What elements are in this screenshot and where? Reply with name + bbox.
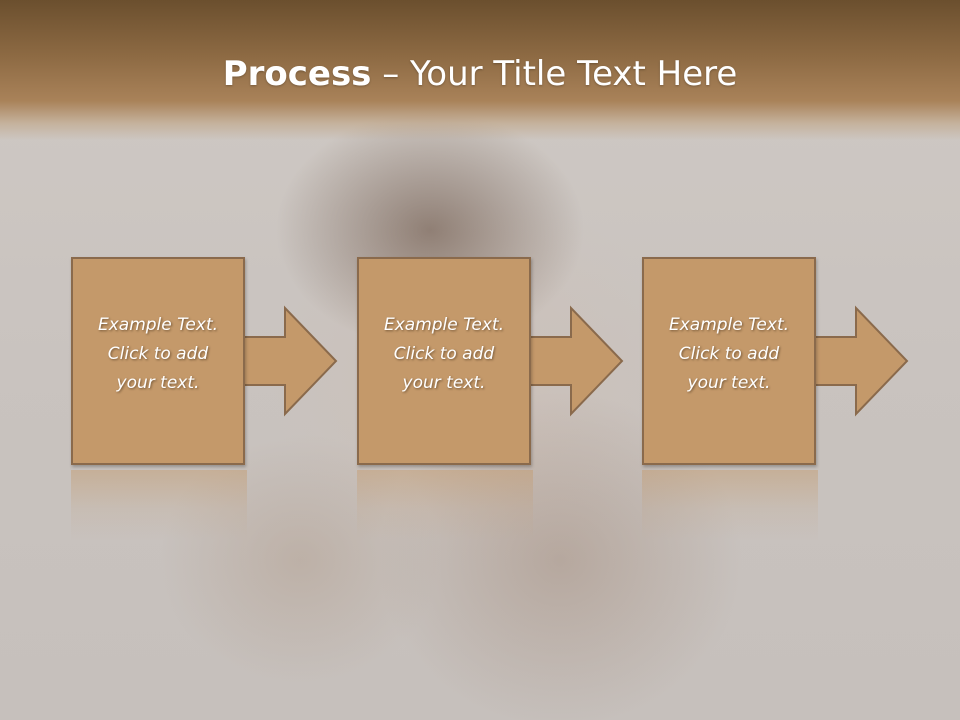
- step-3-reflection: [642, 470, 818, 540]
- step-2-reflection: [357, 470, 533, 540]
- arrow-right-icon: [811, 305, 909, 417]
- step-3-line-1: Example Text.: [668, 315, 790, 335]
- step-1-reflection: [71, 470, 247, 540]
- step-1-text: Example Text. Click to add your text.: [73, 311, 243, 398]
- title-bold-text: Process: [222, 54, 372, 94]
- title-rest-text: – Your Title Text Here: [371, 54, 738, 94]
- step-1-line-3: your text.: [116, 373, 200, 393]
- step-1-line-2: Click to add: [107, 344, 209, 364]
- step-1-line-1: Example Text.: [97, 315, 219, 335]
- step-box: [357, 257, 531, 465]
- step-2-line-2: Click to add: [393, 344, 495, 364]
- arrow-right-icon: [526, 305, 624, 417]
- arrow-right-icon: [240, 305, 338, 417]
- step-3-line-2: Click to add: [678, 344, 780, 364]
- step-2-line-3: your text.: [402, 373, 486, 393]
- step-3-text: Example Text. Click to add your text.: [644, 311, 814, 398]
- process-step-1[interactable]: Example Text. Click to add your text.: [71, 257, 371, 467]
- title-bar: [0, 0, 960, 140]
- step-box: [71, 257, 245, 465]
- process-step-3[interactable]: Example Text. Click to add your text.: [642, 257, 942, 467]
- step-box: [642, 257, 816, 465]
- step-2-line-1: Example Text.: [383, 315, 505, 335]
- process-step-2[interactable]: Example Text. Click to add your text.: [357, 257, 657, 467]
- step-3-line-3: your text.: [687, 373, 771, 393]
- slide-title[interactable]: Process – Your Title Text Here: [0, 52, 960, 96]
- step-2-text: Example Text. Click to add your text.: [359, 311, 529, 398]
